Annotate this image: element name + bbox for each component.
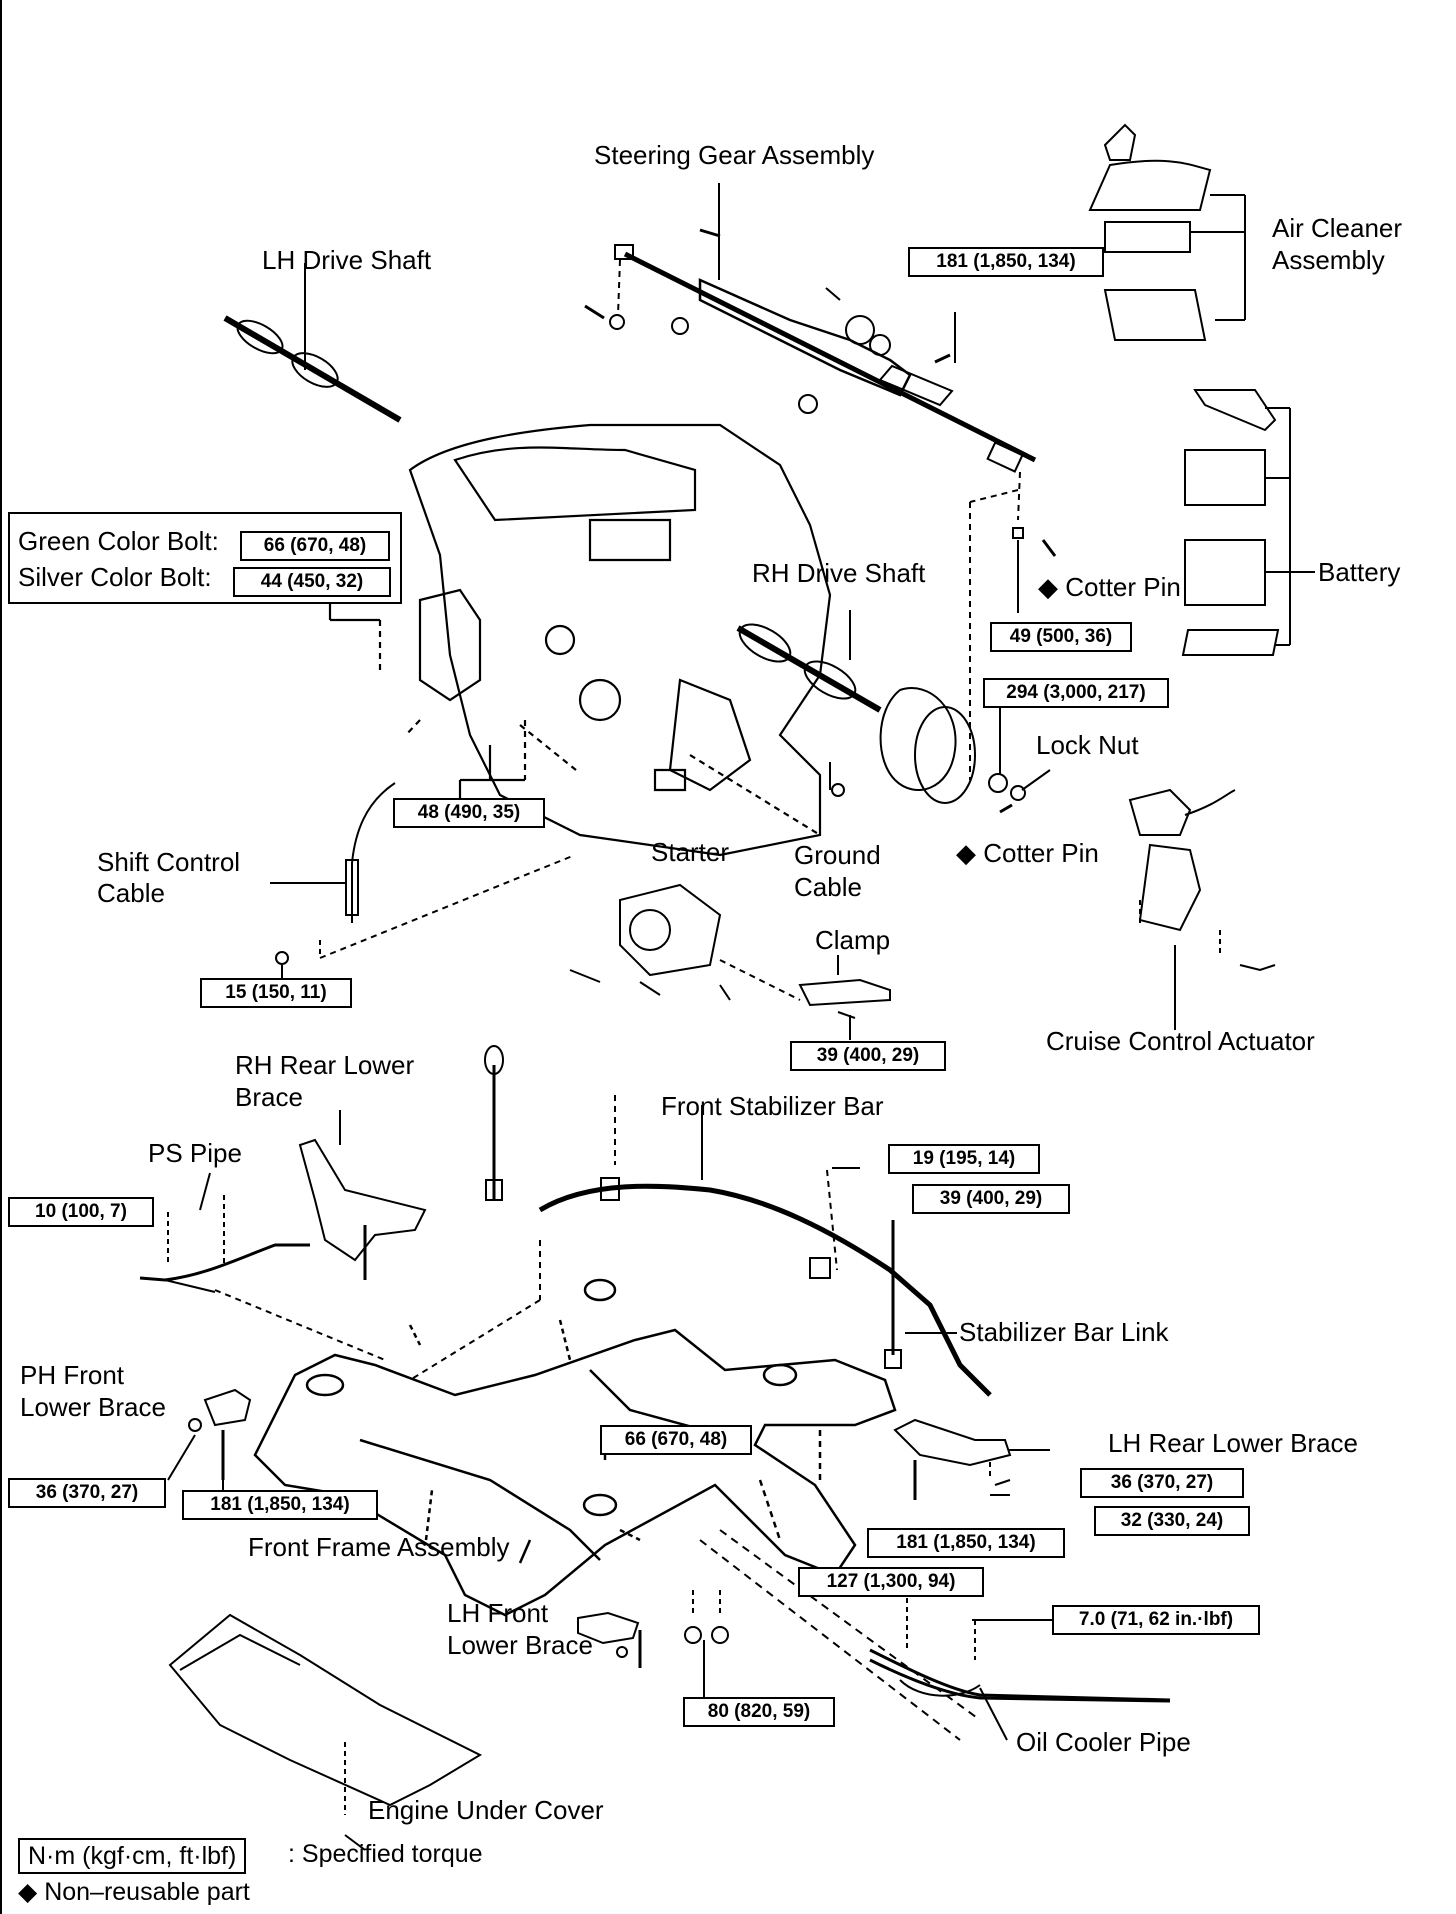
label-battery: Battery: [1318, 557, 1401, 587]
label-rh-drive-shaft: RH Drive Shaft: [752, 558, 926, 588]
rh-rear-brace-drawing: [298, 1110, 427, 1280]
label-rh-rear-brace-line2: Brace: [235, 1082, 303, 1112]
cotter-pin-text: Cotter Pin: [983, 838, 1099, 868]
label-cotter-pin-top: ◆ Cotter Pin: [1038, 572, 1181, 602]
lh-rear-brace-drawing: [893, 1418, 1050, 1500]
torque-steering-gear: 181 (1,850, 134): [908, 247, 1104, 277]
battery-drawing: [1181, 389, 1315, 656]
nonreusable-diamond-icon: ◆: [18, 1878, 38, 1906]
legend-nonreusable-text: Non–reusable part: [44, 1878, 250, 1906]
torque-green-bolt: 66 (670, 48): [240, 531, 390, 561]
label-ground-cable-line1: Ground: [794, 840, 881, 870]
label-front-stabilizer-bar: Front Stabilizer Bar: [661, 1091, 884, 1121]
engine-under-cover-drawing: [168, 1613, 483, 1851]
label-lh-drive-shaft: LH Drive Shaft: [262, 245, 432, 275]
torque-silver-bolt: 44 (450, 32): [233, 567, 391, 597]
oil-cooler-pipe-drawing: [699, 1529, 1171, 1741]
torque-cotter-nut: 49 (500, 36): [990, 622, 1132, 652]
steering-gear-drawing: [584, 183, 1057, 780]
label-lh-rear-brace: LH Rear Lower Brace: [1108, 1428, 1358, 1458]
torque-link-upper: 19 (195, 14): [888, 1144, 1040, 1174]
label-oil-cooler-pipe: Oil Cooler Pipe: [1016, 1727, 1191, 1757]
starter-drawing: [569, 762, 891, 1040]
label-engine-under-cover: Engine Under Cover: [368, 1795, 604, 1825]
nonreusable-diamond-icon: ◆: [956, 838, 976, 868]
label-lh-front-brace-line1: LH Front: [447, 1598, 549, 1628]
torque-ph-brace-bolt: 181 (1,850, 134): [182, 1490, 378, 1520]
cruise-actuator-drawing: [1128, 788, 1276, 1030]
cotter-pin-text: Cotter Pin: [1065, 572, 1181, 602]
page-border: [0, 0, 2, 1914]
label-lock-nut: Lock Nut: [1036, 730, 1139, 760]
legend-unit-description: : Specified torque: [288, 1840, 483, 1868]
torque-ph-brace-nut: 36 (370, 27): [8, 1478, 166, 1508]
lh-drive-shaft-drawing: [223, 263, 402, 423]
engine-drawing: [328, 423, 832, 857]
label-air-cleaner-line1: Air Cleaner: [1272, 213, 1403, 243]
legend-unit-box: N·m (kgf·cm, ft·lbf): [18, 1838, 247, 1874]
label-ps-pipe: PS Pipe: [148, 1138, 242, 1168]
label-stabilizer-bar-link: Stabilizer Bar Link: [959, 1317, 1169, 1347]
torque-clamp: 39 (400, 29): [790, 1041, 946, 1071]
label-cotter-pin-bottom: ◆ Cotter Pin: [956, 838, 1099, 868]
torque-lh-rear-brace-nut: 36 (370, 27): [1080, 1468, 1244, 1498]
nonreusable-diamond-icon: ◆: [1038, 572, 1058, 602]
ph-front-brace-drawing: [167, 1388, 252, 1493]
label-clamp: Clamp: [815, 925, 891, 955]
label-air-cleaner-line2: Assembly: [1272, 245, 1385, 275]
torque-lock-nut: 294 (3,000, 217): [983, 678, 1169, 708]
stabilizer-drawing: [409, 1045, 992, 1397]
torque-frame-rear: 127 (1,300, 94): [798, 1567, 984, 1597]
label-front-frame: Front Frame Assembly: [248, 1532, 510, 1562]
lh-front-brace-drawing: [577, 1590, 729, 1698]
label-steering-gear: Steering Gear Assembly: [594, 140, 875, 170]
torque-stabilizer-link: 39 (400, 29): [912, 1184, 1070, 1214]
torque-lh-rear-brace-small: 32 (330, 24): [1094, 1506, 1250, 1536]
legend-nonreusable: ◆ Non–reusable part: [18, 1876, 250, 1908]
label-rh-rear-brace-line1: RH Rear Lower: [235, 1050, 415, 1080]
label-silver-bolt: Silver Color Bolt:: [18, 562, 212, 592]
label-shift-cable-line1: Shift Control: [97, 847, 241, 877]
label-green-bolt: Green Color Bolt:: [18, 526, 219, 556]
label-ground-cable-line2: Cable: [794, 872, 862, 902]
label-shift-cable-line2: Cable: [97, 878, 165, 908]
shift-cable-drawing: [270, 782, 576, 983]
torque-engine-mount: 48 (490, 35): [393, 798, 545, 828]
torque-shift-cable: 15 (150, 11): [200, 978, 352, 1008]
label-cruise-actuator: Cruise Control Actuator: [1046, 1026, 1315, 1056]
air-cleaner-drawing: [1088, 123, 1246, 341]
torque-frame-center: 66 (670, 48): [600, 1425, 752, 1455]
label-starter: Starter: [651, 837, 730, 867]
torque-lh-front-brace: 80 (820, 59): [683, 1697, 835, 1727]
torque-ps-pipe: 10 (100, 7): [8, 1197, 154, 1227]
label-ph-front-brace-line1: PH Front: [20, 1360, 125, 1390]
ps-pipe-drawing: [139, 1172, 386, 1361]
label-ph-front-brace-line2: Lower Brace: [20, 1392, 166, 1422]
label-lh-front-brace-line2: Lower Brace: [447, 1630, 593, 1660]
torque-oil-cooler-pipe: 7.0 (71, 62 in.·lbf): [1052, 1605, 1260, 1635]
torque-lh-rear-brace-bolt: 181 (1,850, 134): [867, 1528, 1065, 1558]
front-frame-drawing: [253, 1278, 897, 1617]
